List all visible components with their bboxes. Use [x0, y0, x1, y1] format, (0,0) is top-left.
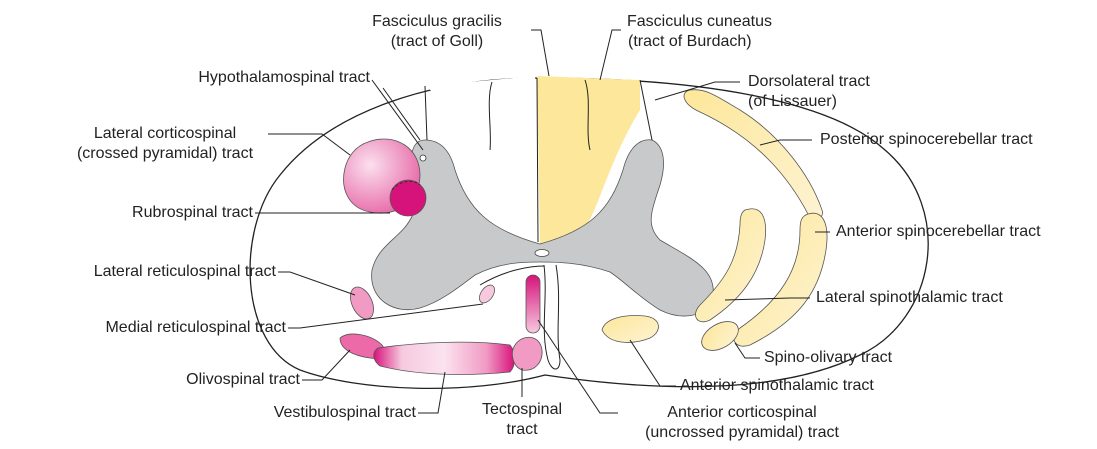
label-olivospinal: Olivospinal tract: [100, 370, 300, 390]
label-text: (crossed pyramidal) tract: [60, 144, 270, 164]
rubrospinal-tract: [390, 180, 426, 216]
label-text: Spino-olivary tract: [764, 348, 964, 368]
hypothalamospinal-tract: [420, 155, 426, 161]
label-text: Anterior spinothalamic tract: [680, 376, 960, 396]
label-text: Olivospinal tract: [100, 370, 300, 390]
label-text: Fasciculus gracilis: [342, 12, 532, 32]
label-spino-olivary: Spino-olivary tract: [764, 348, 964, 368]
label-text: Medial reticulospinal tract: [20, 318, 286, 338]
label-text: Fasciculus cuneatus: [627, 12, 827, 32]
label-text: Rubrospinal tract: [60, 203, 253, 223]
label-anterior-corticospinal: Anterior corticospinal (uncrossed pyrami…: [612, 403, 872, 443]
label-text: (tract of Goll): [342, 32, 532, 52]
label-anterior-spinothalamic: Anterior spinothalamic tract: [680, 376, 960, 396]
anterior-corticospinal-tract: [526, 275, 540, 333]
label-text: Dorsolateral tract: [748, 72, 948, 92]
label-text: Anterior corticospinal: [612, 403, 872, 423]
label-lateral-reticulospinal: Lateral reticulospinal tract: [0, 262, 276, 282]
label-tectospinal: Tectospinal tract: [462, 400, 582, 440]
label-dorsolateral: Dorsolateral tract (of Lissauer): [748, 72, 948, 112]
label-text: Vestibulospinal tract: [190, 403, 416, 423]
label-text: (tract of Burdach): [627, 32, 827, 52]
label-rubrospinal: Rubrospinal tract: [60, 203, 253, 223]
label-hypothalamospinal: Hypothalamospinal tract: [80, 68, 370, 88]
label-fasciculus-gracilis: Fasciculus gracilis (tract of Goll): [342, 12, 532, 52]
label-text: (of Lissauer): [748, 92, 948, 112]
label-lateral-corticospinal: Lateral corticospinal (crossed pyramidal…: [60, 124, 270, 164]
label-posterior-spinocerebellar: Posterior spinocerebellar tract: [820, 130, 1090, 150]
label-text: Anterior spinocerebellar tract: [836, 222, 1094, 242]
tectospinal-tract: [512, 337, 542, 370]
label-fasciculus-cuneatus: Fasciculus cuneatus (tract of Burdach): [627, 12, 827, 52]
label-text: Hypothalamospinal tract: [80, 68, 370, 88]
label-text: Lateral corticospinal: [60, 124, 270, 144]
label-text: Lateral reticulospinal tract: [0, 262, 276, 282]
label-text: Lateral spinothalamic tract: [816, 288, 1076, 308]
label-text: Posterior spinocerebellar tract: [820, 130, 1090, 150]
label-text: (uncrossed pyramidal) tract: [612, 423, 872, 443]
central-canal: [535, 250, 549, 257]
label-lateral-spinothalamic: Lateral spinothalamic tract: [816, 288, 1076, 308]
label-medial-reticulospinal: Medial reticulospinal tract: [20, 318, 286, 338]
label-anterior-spinocerebellar: Anterior spinocerebellar tract: [836, 222, 1094, 242]
label-text: Tectospinal: [462, 400, 582, 420]
label-vestibulospinal: Vestibulospinal tract: [190, 403, 416, 423]
label-text: tract: [462, 420, 582, 440]
anterior-median-fissure: [544, 265, 560, 369]
